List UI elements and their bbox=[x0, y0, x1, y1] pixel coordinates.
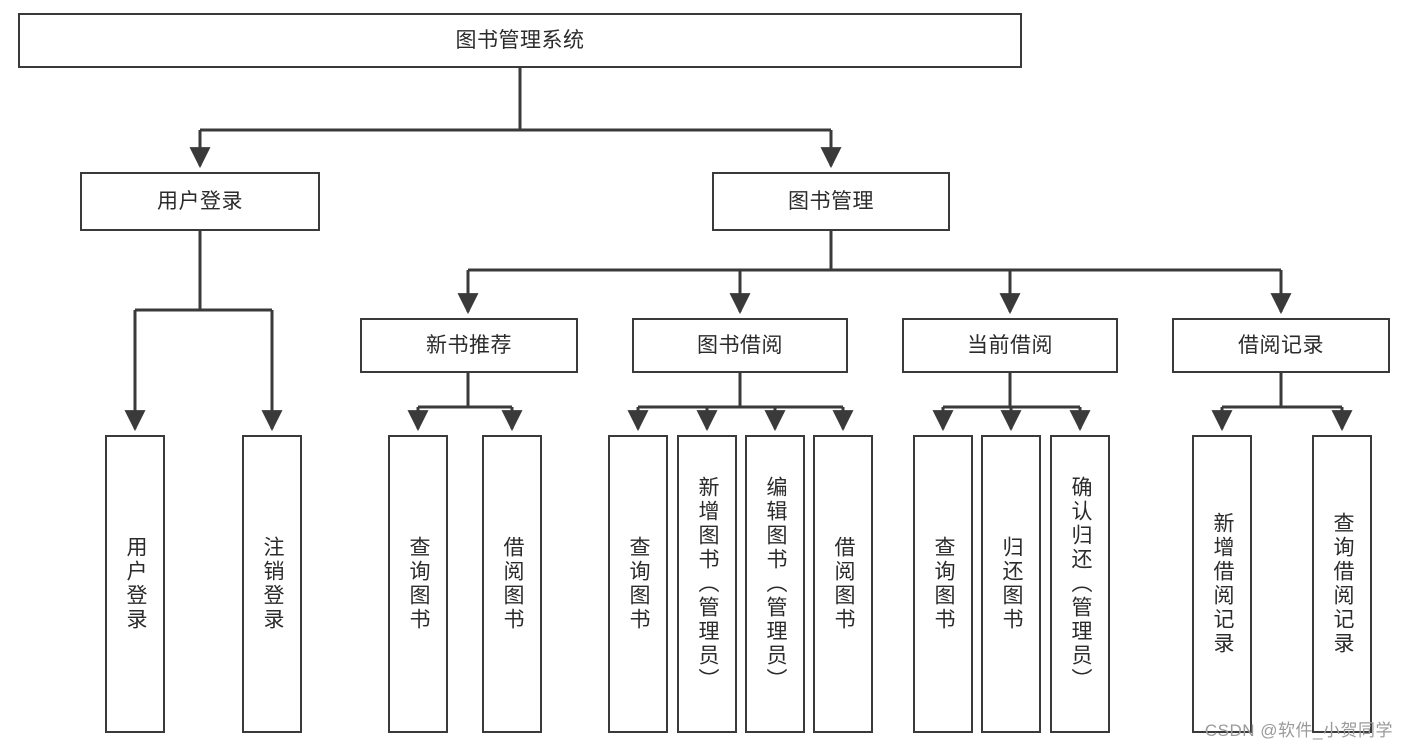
leaf-query-book-borrow[interactable]: 查询图书 bbox=[608, 435, 668, 733]
leaf-add-borrow-record-label: 新增借阅记录 bbox=[1211, 512, 1235, 656]
node-user-login-label: 用户登录 bbox=[157, 189, 243, 213]
node-book-borrow-label: 图书借阅 bbox=[697, 333, 783, 357]
node-current-borrow-label: 当前借阅 bbox=[967, 333, 1053, 357]
leaf-add-book-admin[interactable]: 新增图书（管理员） bbox=[677, 435, 737, 733]
leaf-user-login-label: 用户登录 bbox=[124, 536, 148, 632]
leaf-query-borrow-record[interactable]: 查询借阅记录 bbox=[1312, 435, 1372, 733]
leaf-logout-label: 注销登录 bbox=[261, 536, 285, 632]
leaf-query-book-new[interactable]: 查询图书 bbox=[388, 435, 448, 733]
leaf-query-book-new-label: 查询图书 bbox=[407, 536, 431, 632]
leaf-return-book[interactable]: 归还图书 bbox=[981, 435, 1041, 733]
leaf-borrow-book-new[interactable]: 借阅图书 bbox=[482, 435, 542, 733]
node-user-login[interactable]: 用户登录 bbox=[80, 172, 320, 231]
leaf-query-borrow-record-label: 查询借阅记录 bbox=[1331, 512, 1355, 656]
leaf-logout[interactable]: 注销登录 bbox=[242, 435, 302, 733]
node-borrow-records-label: 借阅记录 bbox=[1238, 333, 1324, 357]
leaf-borrow-book-new-label: 借阅图书 bbox=[501, 536, 525, 632]
leaf-query-book-current-label: 查询图书 bbox=[932, 536, 956, 632]
node-book-management[interactable]: 图书管理 bbox=[712, 172, 950, 231]
node-new-book-recommend[interactable]: 新书推荐 bbox=[360, 318, 578, 373]
leaf-return-book-label: 归还图书 bbox=[1000, 536, 1024, 632]
leaf-confirm-return-admin[interactable]: 确认归还（管理员） bbox=[1050, 435, 1110, 733]
leaf-edit-book-admin[interactable]: 编辑图书（管理员） bbox=[745, 435, 805, 733]
leaf-query-book-borrow-label: 查询图书 bbox=[627, 536, 651, 632]
leaf-confirm-return-admin-label: 确认归还（管理员） bbox=[1069, 476, 1093, 692]
node-book-borrow[interactable]: 图书借阅 bbox=[632, 318, 848, 373]
leaf-query-book-current[interactable]: 查询图书 bbox=[913, 435, 973, 733]
watermark: CSDN @软件_小贺同学 bbox=[1204, 721, 1393, 740]
node-borrow-records[interactable]: 借阅记录 bbox=[1172, 318, 1390, 373]
leaf-add-borrow-record[interactable]: 新增借阅记录 bbox=[1192, 435, 1252, 733]
node-current-borrow[interactable]: 当前借阅 bbox=[902, 318, 1118, 373]
leaf-borrow-book-label: 借阅图书 bbox=[832, 536, 856, 632]
leaf-edit-book-admin-label: 编辑图书（管理员） bbox=[764, 476, 788, 692]
leaf-user-login[interactable]: 用户登录 bbox=[105, 435, 165, 733]
node-new-book-recommend-label: 新书推荐 bbox=[426, 333, 512, 357]
node-root[interactable]: 图书管理系统 bbox=[18, 13, 1022, 68]
node-book-management-label: 图书管理 bbox=[788, 189, 874, 213]
leaf-borrow-book[interactable]: 借阅图书 bbox=[813, 435, 873, 733]
node-root-label: 图书管理系统 bbox=[455, 28, 585, 52]
leaf-add-book-admin-label: 新增图书（管理员） bbox=[696, 476, 720, 692]
